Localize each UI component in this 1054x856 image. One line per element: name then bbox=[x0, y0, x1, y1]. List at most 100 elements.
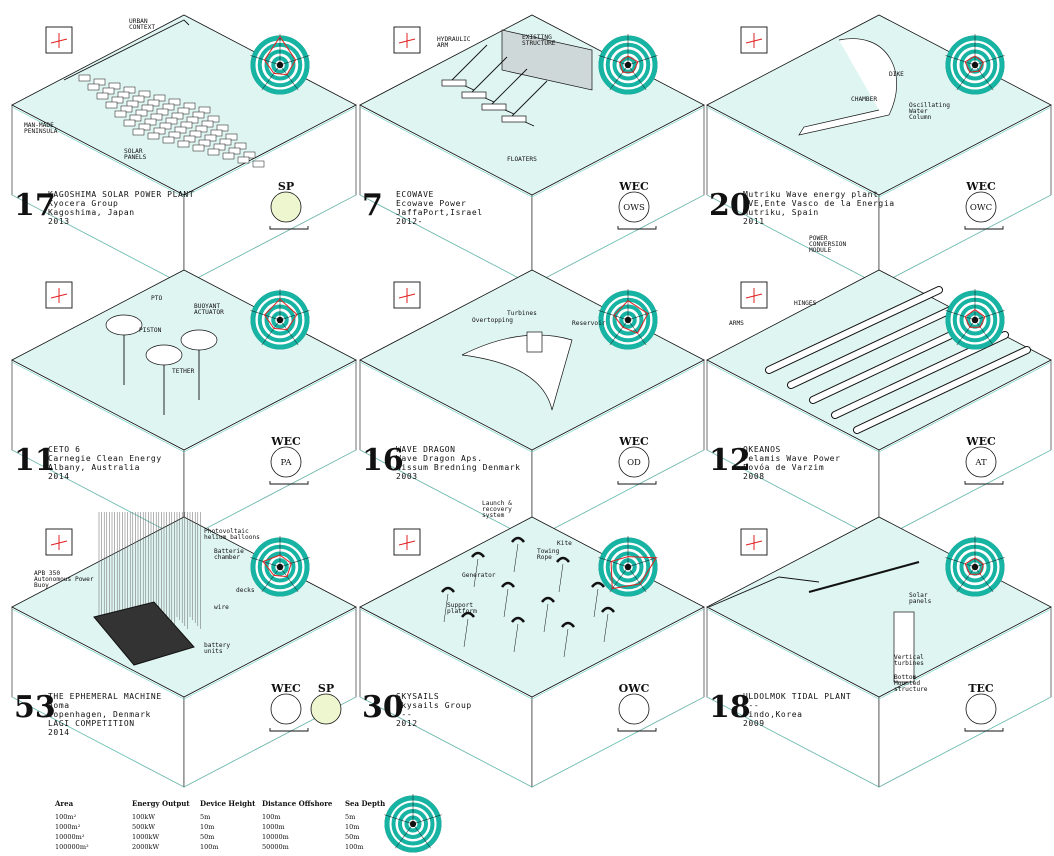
kite bbox=[541, 596, 555, 603]
icon-frame bbox=[45, 528, 73, 556]
scale-line bbox=[964, 226, 1004, 230]
annotation-label: structure bbox=[894, 686, 928, 693]
solar-panel bbox=[123, 119, 136, 127]
radar-axis bbox=[609, 319, 629, 346]
kite bbox=[461, 611, 475, 618]
legend-cell: 100000m² bbox=[55, 843, 89, 851]
solar-panel bbox=[153, 94, 166, 102]
annotation-label: APB 350 bbox=[34, 570, 60, 577]
category-badge-2: SP bbox=[310, 682, 342, 725]
coastline bbox=[708, 576, 820, 608]
category-code: SP bbox=[278, 180, 294, 193]
solar-panel bbox=[189, 130, 202, 138]
radar-chart bbox=[384, 794, 442, 853]
buoy bbox=[180, 329, 218, 351]
towing-rope bbox=[503, 588, 509, 618]
annotation-label: URBAN bbox=[129, 18, 148, 25]
tile-water-edge bbox=[706, 608, 880, 700]
category-code: WEC bbox=[618, 435, 649, 448]
radar-chart bbox=[945, 536, 1005, 597]
floater bbox=[501, 115, 527, 123]
legend-cell: 10m bbox=[200, 823, 214, 831]
category-badge: SP bbox=[270, 180, 302, 223]
tile-water-edge bbox=[359, 106, 533, 198]
category-circle bbox=[618, 693, 650, 725]
urban-edge bbox=[63, 19, 190, 81]
project-number: 20 bbox=[709, 188, 751, 223]
towing-rope bbox=[443, 593, 449, 623]
category-circle bbox=[618, 446, 650, 478]
scale-line bbox=[269, 481, 309, 485]
scale-bar bbox=[269, 226, 309, 230]
tile-base-edge bbox=[11, 449, 185, 541]
tile-base-edge bbox=[706, 696, 880, 788]
annotation-label: Buoy bbox=[34, 582, 49, 589]
annotation-label: decks bbox=[236, 587, 255, 594]
annotation-label: ARM bbox=[437, 42, 448, 49]
legend-cell: 10000m² bbox=[55, 833, 85, 841]
radar-axis bbox=[250, 55, 281, 66]
subtype-code: OD bbox=[627, 458, 641, 468]
radar-axis bbox=[609, 64, 629, 91]
solar-panel bbox=[234, 142, 247, 150]
solar-panel bbox=[144, 118, 157, 126]
icon-glyph bbox=[398, 288, 416, 303]
annotation-label: turbines bbox=[894, 660, 924, 667]
project-title-line: 2003 bbox=[396, 472, 418, 481]
solar-panel bbox=[225, 133, 238, 141]
annotation-label: TETHER bbox=[172, 368, 195, 375]
radar-chart bbox=[945, 34, 1005, 95]
radar-axis bbox=[974, 55, 1005, 66]
solar-panel bbox=[204, 134, 217, 142]
annotation-label: MAN-MADE bbox=[24, 122, 54, 129]
project-title-line: 2014 bbox=[48, 472, 70, 481]
radar-axis bbox=[956, 319, 976, 346]
radar-chart bbox=[250, 289, 310, 350]
icon-glyph bbox=[50, 33, 68, 48]
solar-panel bbox=[132, 128, 145, 136]
annotation-label: chamber bbox=[214, 554, 240, 561]
annotation-label: SOLAR bbox=[124, 148, 143, 155]
project-number: 53 bbox=[14, 690, 56, 725]
solar-panel bbox=[207, 115, 220, 123]
annotation-label: Autonomous Power bbox=[34, 576, 94, 583]
solar-panel bbox=[117, 91, 130, 99]
kite-icon bbox=[393, 528, 421, 556]
category-badge: OWC bbox=[618, 682, 650, 725]
solar-panel bbox=[156, 108, 169, 116]
project-title-line: LAGI COMPETITION bbox=[48, 719, 135, 728]
towing-rope bbox=[513, 543, 519, 573]
category-circle bbox=[965, 191, 997, 223]
annotation-label: Vertical bbox=[894, 654, 924, 661]
solar-panel bbox=[195, 125, 208, 133]
annotation-label: FLOATERS bbox=[507, 156, 537, 163]
scale-line bbox=[617, 226, 657, 230]
solar-panel bbox=[150, 113, 163, 121]
project-title-line: --- bbox=[396, 710, 412, 719]
project-title-line: Mutriku, Spain bbox=[743, 208, 819, 217]
solar-panel bbox=[159, 122, 172, 130]
legend-cell: 1000m² bbox=[55, 823, 81, 831]
project-title-line: THE EPHEMERAL MACHINE bbox=[48, 692, 162, 701]
legend-cell: 1000kW bbox=[132, 833, 159, 841]
project-title-line: ULDOLMOK TIDAL PLANT bbox=[743, 692, 851, 701]
device-sketch bbox=[441, 536, 615, 658]
annotation-label: ARMS bbox=[729, 320, 744, 327]
tile-water-edge bbox=[878, 361, 1052, 453]
solar-panel bbox=[114, 110, 127, 118]
solar-panel bbox=[96, 92, 109, 100]
project-number: 30 bbox=[362, 690, 404, 725]
solar-panel bbox=[180, 121, 193, 129]
tile-base-edge bbox=[531, 696, 705, 788]
solar-panel bbox=[219, 138, 232, 146]
device-sketch bbox=[461, 331, 573, 411]
project-title-line: Albany, Australia bbox=[48, 463, 140, 472]
legend-cell: 1000m bbox=[262, 823, 285, 831]
towing-rope bbox=[593, 588, 599, 618]
radar-axis bbox=[627, 64, 647, 91]
category-circle bbox=[965, 446, 997, 478]
